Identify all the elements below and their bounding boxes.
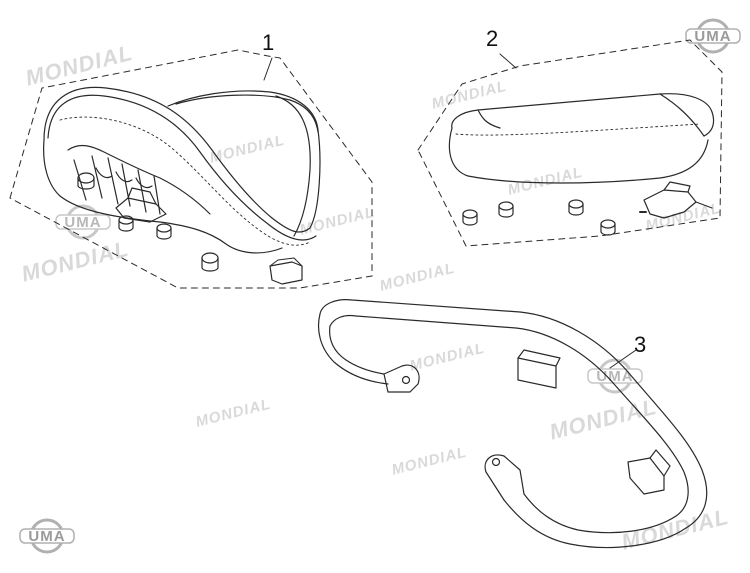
callout-grab-rail: 3 — [634, 332, 647, 357]
grab-rail-right-tab — [484, 454, 525, 501]
group-boundary-seat — [9, 49, 373, 289]
grab-rail-inner-tab — [627, 457, 665, 495]
rear-seat-assembly — [448, 93, 715, 236]
rear-seat-rubber-mount — [498, 201, 514, 218]
seat-rubber-mount — [77, 172, 95, 190]
grab-rail-left-tab — [383, 364, 420, 393]
seat-rubber-mount — [118, 215, 134, 232]
seat-rubber-mount — [201, 252, 219, 272]
leader-line-rear-seat — [499, 53, 517, 69]
rear-seat-rubber-mount — [462, 209, 478, 226]
rear-seat-bracket — [643, 189, 697, 219]
seat-rubber-mount — [156, 223, 172, 240]
leader-line-grab-rail — [609, 349, 637, 369]
leader-line-seat — [263, 57, 273, 81]
rear-seat-rubber-mount — [568, 199, 584, 216]
uma-logo: UMA — [54, 202, 112, 242]
seat-assembly — [43, 86, 321, 285]
grab-rail-center-tab — [517, 357, 557, 389]
callout-seat: 1 — [262, 30, 275, 55]
rear-seat-rubber-mount — [600, 219, 616, 236]
seat-rear-bracket — [269, 261, 303, 285]
grab-rail — [317, 299, 708, 549]
uma-logo: UMA — [684, 16, 742, 56]
group-boundary-rear-seat — [417, 39, 723, 247]
uma-logo: UMA — [18, 516, 76, 556]
callout-rear-seat: 2 — [486, 26, 499, 51]
